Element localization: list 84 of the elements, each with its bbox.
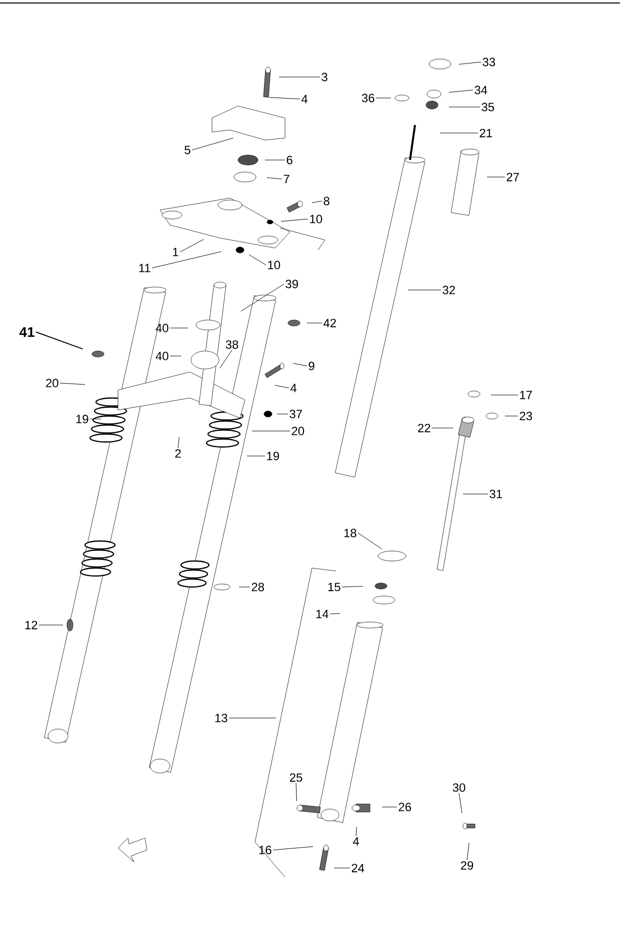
callout-number: 38 — [226, 340, 238, 349]
callout-number: 40 — [156, 352, 168, 360]
callout-number: 18 — [344, 528, 356, 538]
callout-number: 10 — [310, 214, 322, 224]
callout-number: 28 — [252, 582, 264, 592]
callout-number: 30 — [452, 783, 466, 792]
leader-line — [358, 532, 382, 550]
callout-number: 40 — [156, 324, 168, 332]
callout-number: 1 — [173, 248, 178, 256]
callout-number: 17 — [520, 390, 532, 400]
leader-line — [356, 826, 357, 836]
leader-line — [440, 132, 478, 134]
leader-line — [238, 586, 250, 588]
leader-line — [36, 332, 84, 350]
leader-line — [458, 792, 462, 814]
callout-number: 41 — [19, 327, 34, 337]
callout-number: 22 — [418, 424, 430, 432]
leader-line — [330, 613, 340, 614]
callout-number: 12 — [25, 620, 38, 630]
callout-number: 39 — [286, 280, 298, 288]
leader-line — [248, 254, 266, 266]
leader-line — [220, 350, 232, 368]
leader-line — [490, 394, 518, 396]
leader-line — [458, 62, 482, 65]
callout-number: 32 — [442, 286, 455, 294]
callout-number: 26 — [398, 802, 412, 812]
leader-line — [252, 430, 290, 432]
callout-number: 6 — [286, 156, 292, 164]
callout-number: 4 — [352, 837, 359, 846]
callout-number: 27 — [506, 172, 519, 182]
leader-line — [240, 284, 284, 312]
callout-number: 4 — [290, 384, 297, 392]
leader-line — [272, 846, 314, 850]
leader-line — [292, 363, 308, 366]
callout-number: 33 — [482, 58, 496, 66]
callout-number: 31 — [490, 490, 502, 498]
callout-number: 29 — [460, 861, 474, 870]
callout-number: 34 — [474, 86, 488, 94]
leader-line — [296, 782, 297, 802]
leader-line — [274, 385, 290, 388]
callout-number: 20 — [292, 426, 304, 436]
leader-line — [312, 200, 322, 204]
callout-number: 19 — [76, 414, 88, 424]
leader-line — [342, 586, 364, 588]
callout-number: 8 — [324, 196, 330, 206]
callout-number: 21 — [480, 128, 492, 138]
leader-line — [448, 106, 480, 108]
leader-line — [192, 138, 234, 150]
leader-line — [448, 90, 474, 93]
leader-line — [306, 322, 322, 324]
callout-number: 15 — [328, 582, 340, 592]
leader-line — [180, 239, 204, 252]
callout-number: 36 — [362, 94, 374, 102]
callout-number: 2 — [175, 449, 181, 458]
callout-number: 10 — [268, 260, 280, 270]
callout-number: 42 — [323, 318, 336, 328]
callout-number: 20 — [46, 378, 58, 388]
callout-number: 9 — [308, 362, 314, 370]
leader-line — [266, 177, 282, 180]
callout-number: 35 — [482, 102, 494, 112]
leader-line — [60, 382, 86, 385]
leader-line — [268, 97, 300, 100]
callout-number: 19 — [267, 452, 279, 460]
callout-number: 7 — [284, 174, 290, 184]
leader-line — [280, 218, 308, 222]
callout-number: 24 — [352, 864, 364, 872]
callout-number: 5 — [184, 146, 190, 154]
leader-line — [466, 842, 470, 860]
leader-line — [278, 76, 320, 78]
callout-number: 14 — [316, 610, 328, 618]
callout-number: 11 — [139, 264, 150, 272]
callout-number: 3 — [322, 72, 328, 82]
leader-line — [486, 176, 506, 178]
leader-line — [382, 806, 398, 808]
callout-number: 25 — [290, 773, 302, 782]
callout-number: 16 — [259, 846, 272, 854]
callout-number: 37 — [290, 410, 302, 418]
callout-number: 23 — [520, 412, 532, 420]
callout-number: 13 — [215, 714, 228, 722]
leader-line — [90, 418, 102, 420]
leader-line — [152, 251, 222, 268]
leader-line — [178, 436, 180, 448]
leader-line — [38, 624, 64, 626]
callout-number: 4 — [301, 94, 308, 104]
